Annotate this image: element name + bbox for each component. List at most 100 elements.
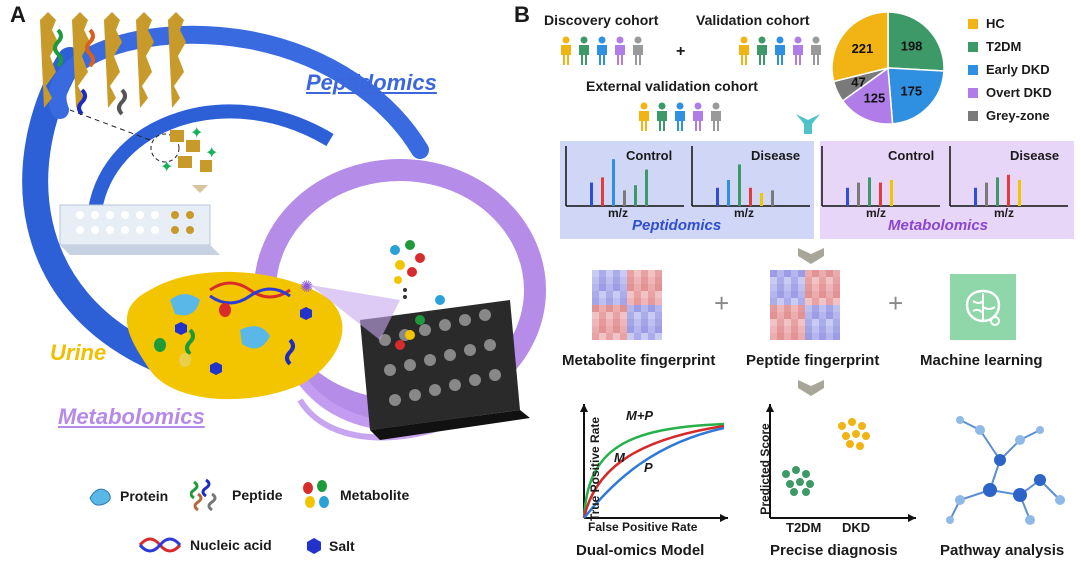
heatmap-cell	[777, 326, 784, 333]
chevron-down-icon	[798, 248, 824, 264]
heatmap-cell	[655, 298, 662, 305]
spectra-disease-2: Disease	[1010, 148, 1060, 163]
spectrum-peak	[879, 182, 882, 206]
brain-icon	[965, 289, 1001, 326]
heatmap-cell	[634, 298, 641, 305]
scatter-point-t2dm	[802, 488, 810, 496]
legend-metabolite: Metabolite	[300, 480, 409, 510]
person-icon	[580, 36, 588, 44]
heatmap-cell	[641, 298, 648, 305]
heatmap-cell	[826, 270, 833, 277]
spectrum-peak	[749, 187, 752, 206]
roc-xlabel: False Positive Rate	[588, 520, 698, 534]
person-icon	[675, 111, 685, 131]
heatmap-cell	[770, 312, 777, 319]
heatmap-cell	[791, 319, 798, 326]
heatmap-cell	[833, 277, 840, 284]
heatmap-cell	[770, 298, 777, 305]
svg-text:✺: ✺	[300, 279, 313, 296]
external-cohort-label: External validation cohort	[586, 78, 758, 94]
heatmap-cell	[833, 270, 840, 277]
heatmap-cell	[819, 270, 826, 277]
spectra-plots	[565, 146, 1068, 207]
scatter-point-dkd	[858, 422, 866, 430]
heatmap-cell	[648, 326, 655, 333]
heatmap-cell	[592, 284, 599, 291]
heatmap-cell	[648, 277, 655, 284]
heatmap-cell	[613, 291, 620, 298]
spectra-mz-3: m/z	[866, 206, 887, 220]
heatmap-cell	[805, 277, 812, 284]
heatmap-cell	[599, 291, 606, 298]
pie-legend-item: HC	[968, 12, 1052, 35]
heatmap-cell	[627, 277, 634, 284]
salt-icon	[307, 538, 321, 554]
heatmap-cell	[627, 326, 634, 333]
pie-slice-early-dkd	[887, 67, 945, 125]
heatmap-cell	[819, 326, 826, 333]
heatmap-cell	[655, 270, 662, 277]
heatmap-cell	[620, 284, 627, 291]
heatmap-cell	[784, 326, 791, 333]
heatmap-cell	[805, 291, 812, 298]
legend-nucleic-acid: Nucleic acid	[138, 537, 272, 553]
person-icon	[640, 102, 648, 110]
spectrum-peak	[738, 164, 741, 206]
heatmap-cell	[791, 277, 798, 284]
metabolomics-title: Metabolomics	[58, 404, 205, 429]
spectrum-peak	[727, 180, 730, 206]
heatmap-cell	[599, 284, 606, 291]
heatmap-cell	[634, 326, 641, 333]
heatmap-cell	[634, 291, 641, 298]
scatter-point-t2dm	[782, 470, 790, 478]
heatmap-cell	[655, 333, 662, 340]
pie-legend-label: Early DKD	[986, 62, 1050, 77]
metabolite-icon	[303, 480, 329, 508]
protein-icon	[89, 488, 111, 506]
spectra-control-2: Control	[888, 148, 935, 163]
heatmap-cell	[634, 333, 641, 340]
heatmap-cell	[826, 333, 833, 340]
heatmap-cell	[613, 319, 620, 326]
heatmap-cell	[784, 298, 791, 305]
spectrum-peak	[645, 169, 648, 206]
heatmap-cell	[648, 270, 655, 277]
spectrum-peak	[634, 185, 637, 206]
heatmap-cell	[613, 312, 620, 319]
heatmap-cell	[606, 291, 613, 298]
heatmap-cell	[770, 291, 777, 298]
heatmap-cell	[833, 291, 840, 298]
panel-a-illustration: ✦✦✦ ✺	[22, 12, 546, 441]
panel-b-letter: B	[514, 2, 530, 27]
heatmap-cell	[805, 305, 812, 312]
metabolite-fingerprint-label: Metabolite fingerprint	[562, 352, 716, 369]
heatmap-cell	[592, 270, 599, 277]
heatmap-cell	[613, 277, 620, 284]
heatmap-cell	[798, 284, 805, 291]
heatmap-cell	[791, 305, 798, 312]
heatmap-cell	[812, 291, 819, 298]
person-icon	[775, 45, 785, 65]
heatmap-cell	[784, 333, 791, 340]
spectrum-peak	[890, 180, 893, 206]
pie-legend-item: Grey-zone	[968, 104, 1052, 127]
person-icon	[639, 111, 649, 131]
pie-legend-label: HC	[986, 16, 1005, 31]
heatmap-cell	[791, 333, 798, 340]
heatmap-cell	[805, 326, 812, 333]
heatmap-cell	[833, 298, 840, 305]
scatter-point-dkd	[842, 432, 850, 440]
heatmap-cell	[599, 312, 606, 319]
person-icon	[676, 102, 684, 110]
heatmap-cell	[613, 333, 620, 340]
pathway-network	[946, 416, 1065, 525]
heatmap-cell	[655, 291, 662, 298]
heatmap-cell	[826, 305, 833, 312]
heatmap-cell	[833, 326, 840, 333]
heatmap-cell	[784, 284, 791, 291]
heatmap-cell	[791, 270, 798, 277]
spectrum-peak	[985, 182, 988, 206]
person-icon	[633, 45, 643, 65]
heatmap-cell	[770, 305, 777, 312]
